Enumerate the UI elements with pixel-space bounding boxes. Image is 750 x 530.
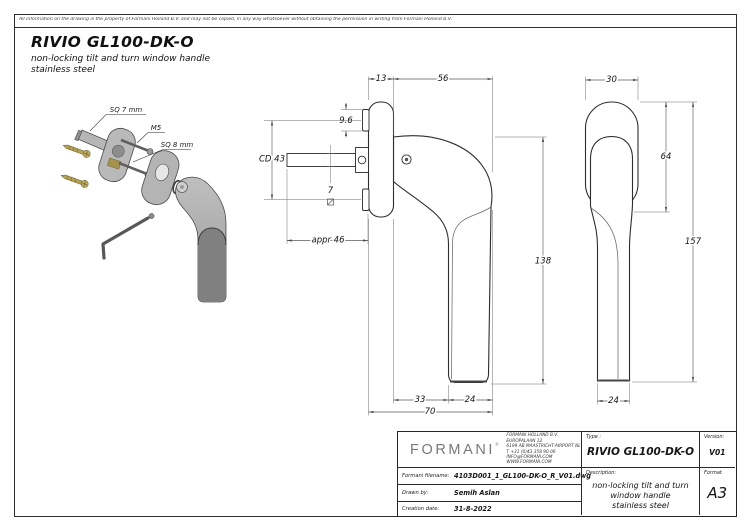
creation-date-value: 31-8-2022: [454, 504, 492, 513]
handle-part: [175, 176, 227, 303]
description-line: window handle: [610, 491, 671, 500]
side-view: 13 56 9.6 CD 43 7 appr 46: [258, 73, 554, 419]
title-block: FORMANI® FORMANI HOLLAND B.V. EUROPALAAN…: [397, 431, 737, 517]
format-value: A3: [707, 484, 728, 502]
exploded-view: SQ 7 mm M5 SQ 8 mm: [60, 106, 227, 303]
dim-grip-width-24: 24: [608, 396, 619, 406]
label-sq7: SQ 7 mm: [110, 106, 143, 114]
address-line: WWW.FORMANI.COM: [506, 460, 552, 466]
address-line: INFO@FORMANI.COM: [506, 454, 553, 460]
drawn-by-value: Semih Aslan: [454, 489, 500, 497]
dim-spindle-length: appr 46: [311, 236, 345, 246]
version-value: V01: [709, 448, 726, 457]
front-handle-outline: [589, 135, 634, 382]
description-line: non-locking tilt and turn: [592, 481, 689, 490]
header-rule: [14, 27, 737, 28]
rosette-cover: [141, 150, 180, 206]
dim-rosette-height: 64: [661, 152, 672, 162]
copyright-disclaimer: All information on the drawing is the pr…: [19, 17, 452, 22]
format-label: Format: [704, 470, 722, 476]
filename-label: Formani filename:: [402, 473, 450, 479]
title-block-logo-cell: FORMANI® FORMANI HOLLAND B.V. EUROPALAAN…: [398, 432, 581, 467]
creation-date-row: Creation date: 31-8-2022: [398, 501, 581, 515]
wood-screw-1: [62, 144, 91, 158]
dim-grip-depth-24: 24: [465, 395, 476, 405]
address-line: T +31 (0)43 358 90 06: [506, 449, 556, 455]
company-address: FORMANI HOLLAND B.V. EUROPALAAN 12 6199 …: [506, 433, 580, 465]
drawing-header: RIVIO GL100-DK-O non-locking tilt and tu…: [31, 33, 210, 76]
label-m5: M5: [151, 124, 162, 132]
description-cell: Description: non-locking tilt and turn w…: [581, 467, 699, 515]
wood-screw-2: [60, 174, 89, 188]
dim-rosette-thickness: 13: [376, 74, 387, 84]
filename-value: 4103D001_1_GL100-DK-O_R_V01.dwg: [454, 472, 591, 480]
dim-projection: 56: [438, 74, 449, 84]
front-view: 30 64 157 24: [584, 74, 703, 408]
type-label: Type :: [586, 434, 602, 440]
registered-mark: ®: [495, 441, 499, 447]
formani-logo-text: FORMANI: [410, 441, 496, 458]
dim-offset-33: 33: [415, 395, 426, 405]
version-label: Version:: [704, 434, 725, 440]
rosette-back: [98, 127, 136, 183]
description-line: stainless steel: [612, 501, 669, 510]
allen-key: [101, 213, 155, 260]
type-value: RIVIO GL100-DK-O: [586, 446, 695, 458]
drawn-by-label: Drawn by:: [402, 490, 429, 496]
page-title: RIVIO GL100-DK-O: [31, 33, 194, 51]
page-subtitle-1: non-locking tilt and turn window handle: [31, 54, 210, 64]
square-section-icon: [327, 198, 334, 206]
dim-clip-height: 9.6: [339, 116, 353, 126]
filename-row: Formani filename: 4103D001_1_GL100-DK-O_…: [398, 467, 591, 484]
label-sq8: SQ 8 mm: [161, 141, 194, 149]
side-spindle: [286, 153, 356, 167]
dim-front-width: 30: [606, 75, 617, 85]
side-rosette: [367, 101, 395, 218]
page-subtitle-2: stainless steel: [31, 65, 96, 75]
dim-spindle-square: 7: [328, 186, 334, 196]
dim-total-width: 70: [425, 407, 436, 417]
drawn-by-row: Drawn by: Semih Aslan: [398, 484, 581, 501]
type-cell: Type : RIVIO GL100-DK-O: [581, 432, 699, 467]
creation-date-label: Creation date:: [402, 505, 440, 512]
sheet-border: [14, 14, 737, 517]
address-line: FORMANI HOLLAND B.V.: [506, 433, 559, 439]
side-handle-outline: [392, 135, 493, 384]
version-cell: Version: V01: [699, 432, 735, 467]
description-label: Description:: [586, 470, 617, 476]
dim-center-distance: CD 43: [259, 155, 285, 165]
format-cell: Format A3: [699, 467, 735, 515]
address-line: EUROPALAAN 12: [506, 438, 543, 444]
dim-total-height: 157: [685, 237, 702, 247]
address-line: 6199 AB MAASTRICHT-AIRPORT NL: [506, 444, 581, 450]
dim-lever-height: 138: [535, 257, 552, 267]
formani-logo: FORMANI®: [410, 442, 498, 458]
